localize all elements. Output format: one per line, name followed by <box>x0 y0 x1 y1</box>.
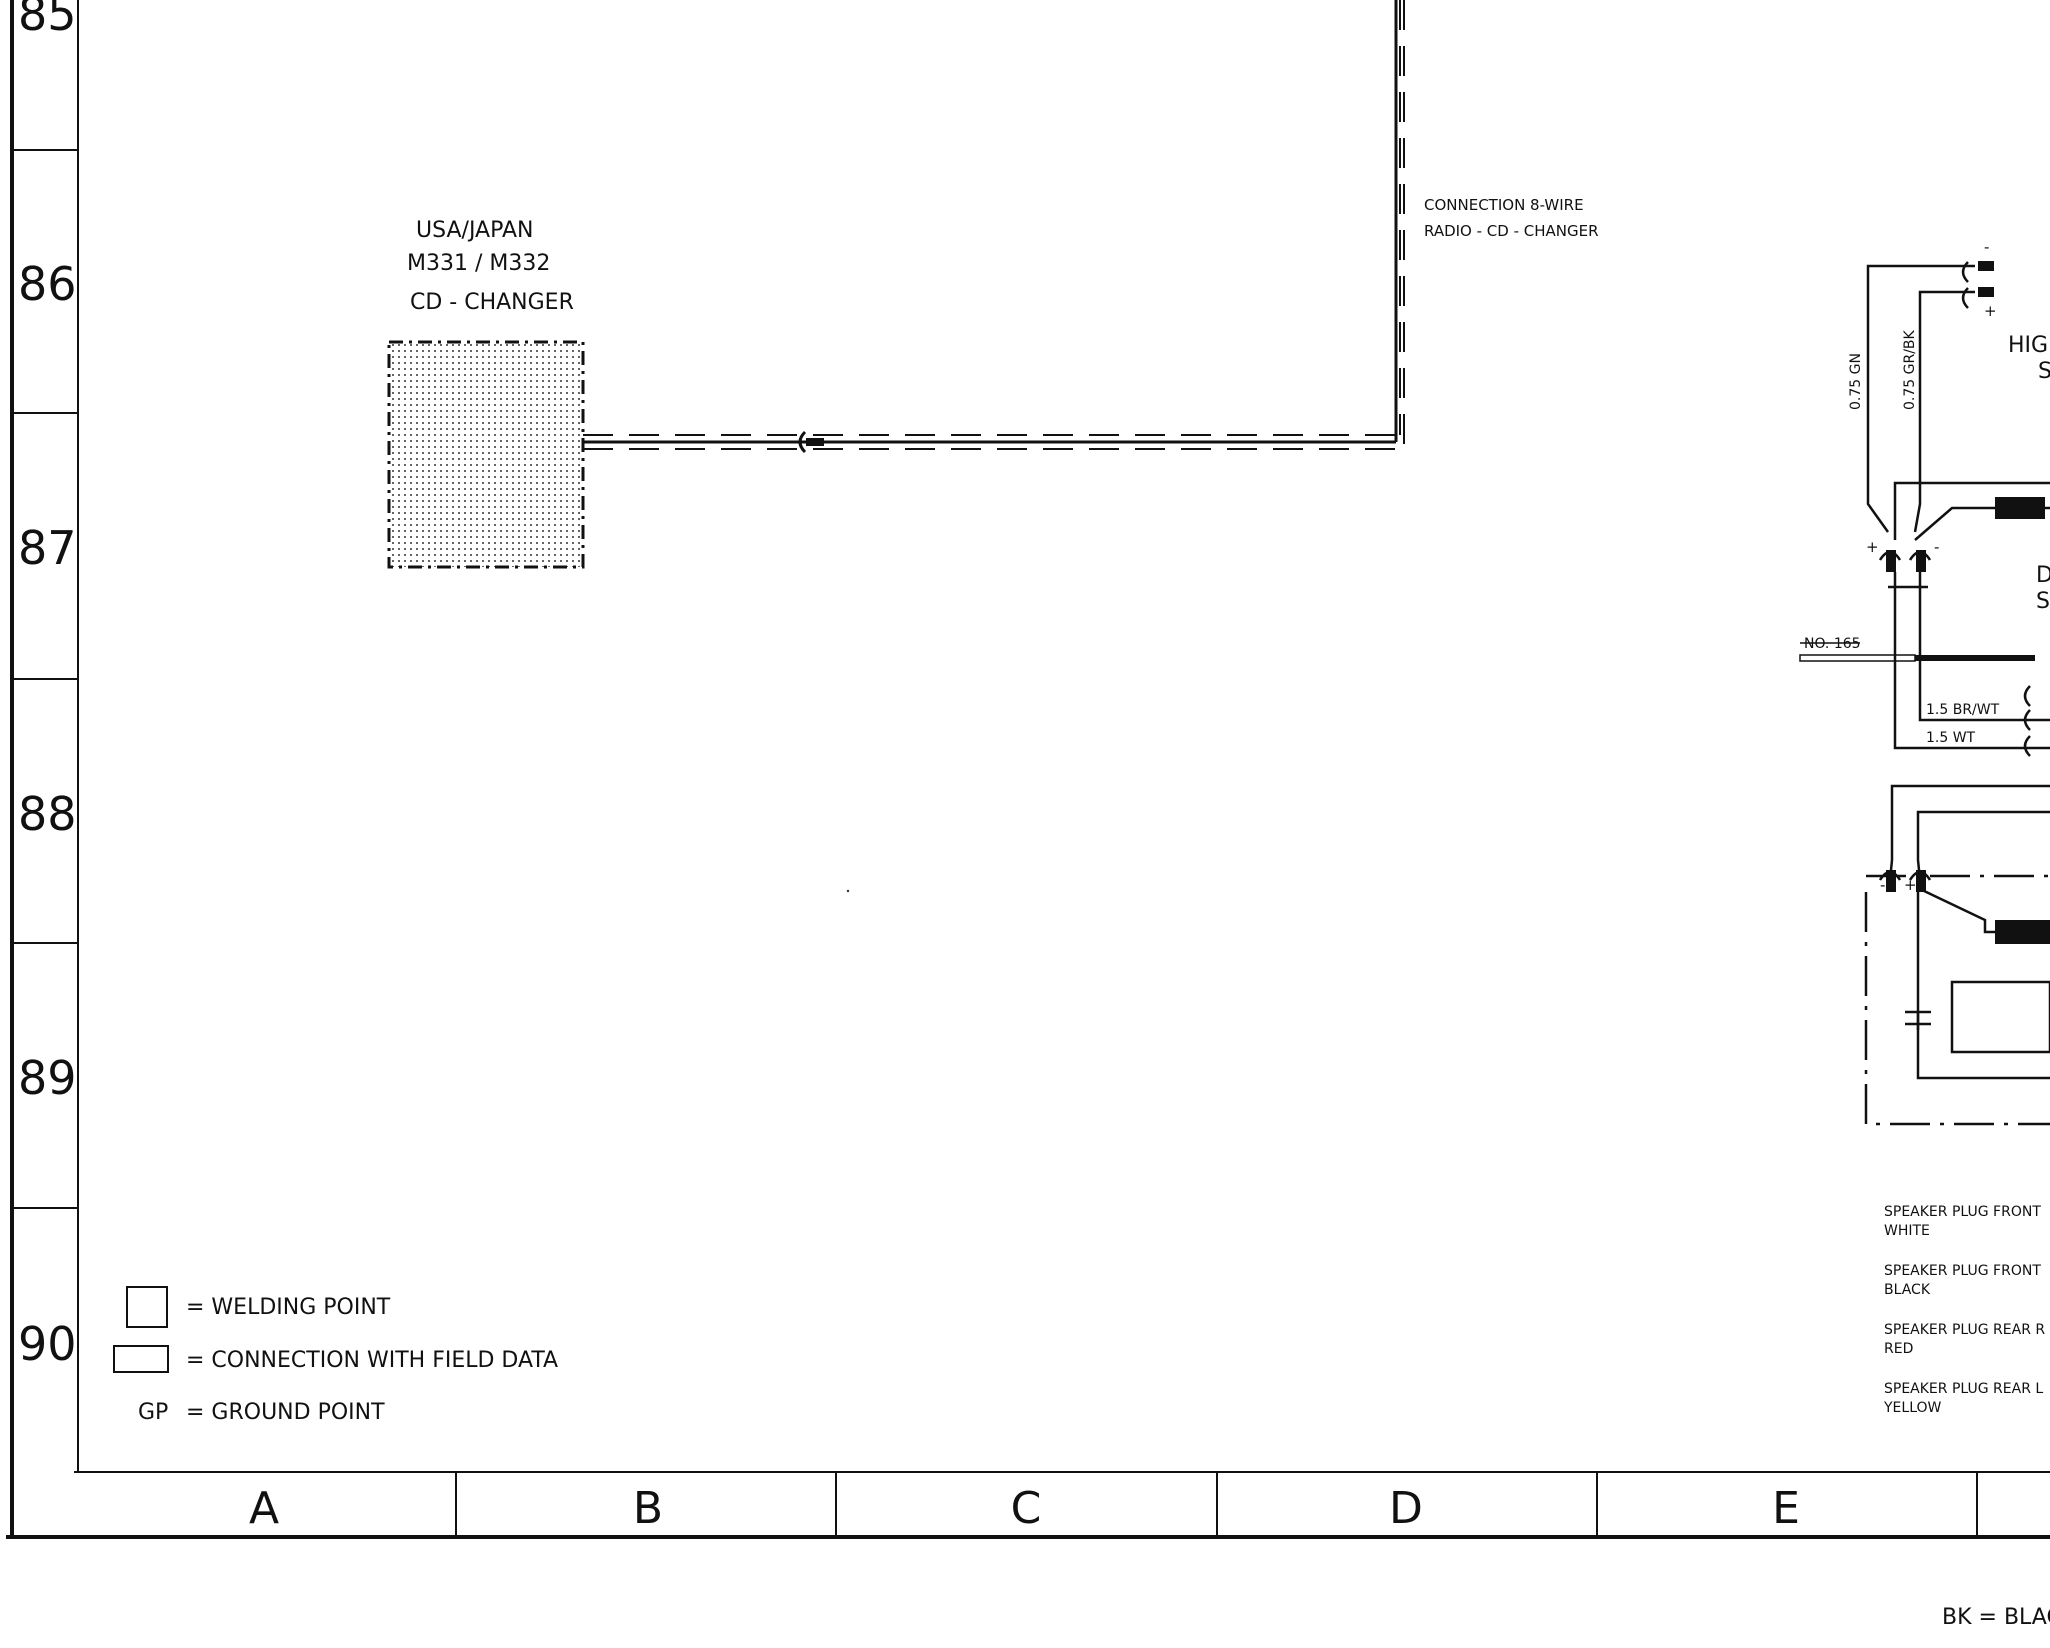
speaker-label-high: HIGH <box>2008 333 2050 358</box>
speaker-plug-name: SPEAKER PLUG REAR L <box>1884 1381 2043 1397</box>
ground-point-number: NO. 165 <box>1804 636 1861 652</box>
row-number: 87 <box>18 521 77 575</box>
legend-welding-point: = WELDING POINT <box>186 1295 391 1320</box>
terminal-sign: + <box>1984 302 1997 320</box>
row-number: 86 <box>18 257 77 311</box>
column-letter: A <box>249 1483 279 1534</box>
terminal-sign: + <box>1866 538 1879 556</box>
speaker-wiring <box>1799 261 2050 1126</box>
speaker-plug-color: WHITE <box>1884 1223 1930 1239</box>
speaker-label-d: D <box>2036 563 2050 588</box>
wire-label: 1.5 WT <box>1926 730 1976 746</box>
row-number: 90 <box>18 1317 77 1371</box>
column-letter: B <box>633 1483 663 1534</box>
connection-label: RADIO - CD - CHANGER <box>1424 222 1599 240</box>
cd-changer-region: USA/JAPAN <box>416 218 533 243</box>
cd-changer-unit <box>387 340 585 569</box>
row-number: 88 <box>18 787 77 841</box>
speaker-plug-name: SPEAKER PLUG FRONT <box>1884 1204 2041 1220</box>
speaker-label-s2: S <box>2036 589 2050 614</box>
speaker-label-s: S <box>2038 359 2050 384</box>
legend-ground-point: = GROUND POINT <box>186 1400 385 1425</box>
column-letters: A B C D E <box>249 1483 1800 1534</box>
legend: = WELDING POINT = CONNECTION WITH FIELD … <box>113 1286 558 1425</box>
terminal-sign: - <box>1880 876 1885 894</box>
terminal-sign: - <box>1984 238 1989 256</box>
speaker-plug-color: RED <box>1884 1341 1913 1357</box>
cd-changer-model: M331 / M332 <box>407 251 550 276</box>
cd-changer-name: CD - CHANGER <box>410 290 574 315</box>
legend-gp-abbreviation: GP <box>138 1400 168 1425</box>
connection-label: CONNECTION 8-WIRE <box>1424 196 1584 214</box>
speaker-plug-name: SPEAKER PLUG REAR R <box>1884 1322 2045 1338</box>
column-letter: C <box>1011 1483 1042 1534</box>
speaker-plug-color: BLACK <box>1884 1282 1931 1298</box>
color-key: BK = BLACK <box>1942 1605 2050 1630</box>
connection-field-data-symbol <box>113 1345 169 1373</box>
speaker-plug-name: SPEAKER PLUG FRONT <box>1884 1263 2041 1279</box>
row-number: 89 <box>18 1051 77 1105</box>
wire-label: 1.5 BR/WT <box>1926 702 2000 718</box>
connection-cable <box>583 0 1405 454</box>
drawing-frame <box>6 0 2050 1539</box>
row-number: 85 <box>18 0 77 41</box>
wire-label: 0.75 GN <box>1848 353 1864 410</box>
terminal-sign: - <box>1934 538 1939 556</box>
cd-changer-block: USA/JAPAN M331 / M332 CD - CHANGER <box>387 218 585 569</box>
legend-connection-field-data: = CONNECTION WITH FIELD DATA <box>186 1348 558 1373</box>
row-numbers: 85 86 87 88 89 90 <box>18 0 77 1371</box>
terminal-sign: + <box>1904 876 1917 894</box>
speaker-plug-color: YELLOW <box>1883 1400 1942 1416</box>
wire-label: 0.75 GR/BK <box>1902 329 1918 410</box>
column-letter: E <box>1772 1483 1800 1534</box>
welding-point-symbol <box>126 1286 168 1328</box>
speaker-plug-list: SPEAKER PLUG FRONT WHITE SPEAKER PLUG FR… <box>1883 1204 2045 1416</box>
column-letter: D <box>1389 1483 1423 1534</box>
speaker-wiring-labels: 0.75 GN 0.75 GR/BK HIGH S D S - + + - - … <box>1804 238 2050 894</box>
